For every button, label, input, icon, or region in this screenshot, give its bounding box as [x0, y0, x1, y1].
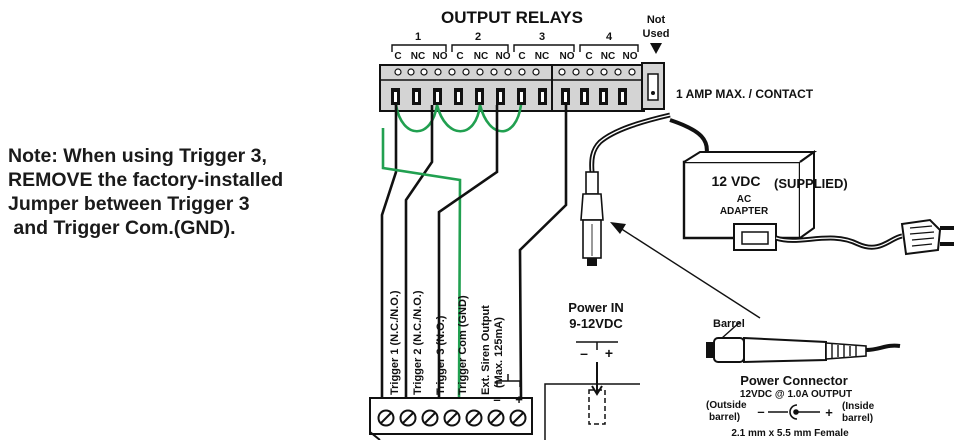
trigger-terminal-block	[369, 397, 533, 441]
note-line-4: and Trigger Com.(GND).	[8, 217, 236, 239]
contact-label-c-1: C	[394, 51, 401, 62]
terminal-label-siren-max: (Max. 125mA)	[493, 317, 505, 388]
not-used-arrow-icon	[650, 43, 662, 54]
output-relays-title: OUTPUT RELAYS	[441, 8, 583, 27]
contact-label-no-1: NO	[433, 51, 448, 62]
contact-label-c-3: C	[518, 51, 525, 62]
contact-label-c-4: C	[585, 51, 592, 62]
terminal-label-trigger-3: Trigger 3 (N.O.)	[435, 315, 447, 395]
siren-plus: +	[515, 392, 523, 407]
power-in-plus: +	[605, 345, 613, 361]
relay-terminal-block	[379, 64, 645, 112]
not-used-line-2: Used	[643, 28, 670, 40]
polarity-plus: +	[825, 405, 833, 420]
power-connector-title: Power Connector	[740, 373, 848, 388]
power-in-voltage: 9-12VDC	[569, 316, 623, 331]
inside-barrel-line-2: barrel)	[842, 413, 873, 424]
max-rating-label: 1 AMP MAX. / CONTACT	[676, 87, 814, 101]
terminal-label-trigger-1: Trigger 1 (N.C./N.O.)	[389, 290, 401, 395]
note-line-2: REMOVE the factory-installed	[8, 169, 284, 191]
relay-number-1: 1	[415, 31, 421, 43]
contact-label-c-2: C	[456, 51, 463, 62]
relay-group-brackets	[391, 44, 639, 52]
terminal-label-trigger-2: Trigger 2 (N.C./N.O.)	[412, 290, 424, 395]
connector-size: 2.1 mm x 5.5 mm Female	[731, 428, 849, 439]
trigger-wires	[380, 103, 568, 399]
note-line-1: Note: When using Trigger 3,	[8, 145, 267, 167]
contact-label-nc-4: NC	[601, 51, 615, 62]
terminal-label-trigger-com: Trigger Com (GND)	[457, 295, 469, 395]
adapter-line-2: ADAPTER	[720, 206, 769, 217]
ac-adapter	[669, 118, 954, 256]
relay-number-2: 2	[475, 31, 481, 43]
contact-label-no-4: NO	[623, 51, 638, 62]
adapter-line-1: AC	[737, 194, 751, 205]
adapter-supplied: (SUPPLIED)	[774, 176, 848, 191]
polarity-minus: –	[757, 404, 764, 419]
relay-number-3: 3	[539, 31, 545, 43]
power-in-jack	[544, 341, 640, 440]
power-in-label: Power IN	[568, 300, 624, 315]
barrel-connector	[706, 321, 901, 364]
inside-barrel-line-1: (Inside	[842, 401, 875, 412]
siren-polarity-mark	[496, 374, 521, 387]
polarity-symbol	[768, 404, 820, 420]
dc-plug	[580, 112, 671, 266]
outside-barrel-line-2: barrel)	[709, 412, 740, 423]
barrel-label: Barrel	[713, 318, 745, 330]
contact-label-nc-3: NC	[535, 51, 549, 62]
relay-number-4: 4	[606, 31, 613, 43]
contact-label-nc-2: NC	[474, 51, 488, 62]
terminal-label-ext-siren: Ext. Siren Output	[480, 305, 492, 395]
trigger-3-note: Note: When using Trigger 3, REMOVE the f…	[8, 144, 378, 240]
siren-minus: –	[493, 392, 500, 407]
not-used-switch	[641, 62, 665, 110]
contact-label-nc-1: NC	[411, 51, 425, 62]
adapter-voltage: 12 VDC	[711, 173, 760, 189]
contact-label-no-3: NO	[560, 51, 575, 62]
power-in-minus: –	[580, 345, 588, 361]
contact-label-no-2: NO	[496, 51, 511, 62]
pointer-arrow	[610, 222, 761, 319]
power-connector-rating: 12VDC @ 1.0A OUTPUT	[740, 389, 852, 400]
jumper-loops	[394, 104, 523, 133]
not-used-line-1: Not	[647, 14, 666, 26]
note-line-3: Jumper between Trigger 3	[8, 193, 250, 215]
outside-barrel-line-1: (Outside	[706, 400, 747, 411]
